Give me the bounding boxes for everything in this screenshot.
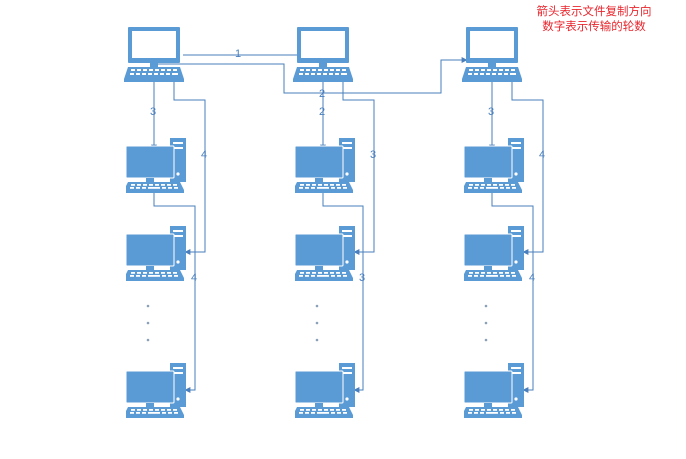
arrow-col1-round4-b (153, 193, 196, 393)
desktop-computer-icon (464, 226, 525, 282)
desktop-computer-icon (126, 138, 187, 194)
arrow-col1-round4-a (173, 82, 206, 255)
desktop-computer-icon (295, 138, 356, 194)
desktop-computer-icon (295, 226, 356, 282)
desktop-computer-icon (464, 363, 525, 419)
round-label: 4 (201, 149, 207, 161)
round-label: 4 (191, 272, 197, 284)
ellipsis-col1 (146, 304, 150, 342)
desktop-computer-icon (126, 226, 187, 282)
round-label: 4 (529, 272, 535, 284)
arrow-col3-round4-a (511, 82, 544, 255)
round-label: 1 (235, 48, 241, 60)
legend-arrow-meaning: 箭头表示文件复制方向 (536, 4, 652, 18)
desktop-computer-icon (464, 138, 525, 194)
round-label: 3 (359, 272, 365, 284)
legend-number-meaning: 数字表示传输的轮数 (542, 19, 646, 33)
round-label: 3 (370, 149, 376, 161)
laptop-icon (293, 27, 353, 82)
arrow-col2-round3-a (342, 82, 375, 255)
ellipsis-col3 (484, 304, 488, 342)
laptop-icon (124, 27, 184, 82)
desktop-computer-icon (126, 363, 187, 419)
arrow-col3-round4-b (491, 193, 534, 393)
round-label: 4 (539, 149, 545, 161)
round-label: 3 (488, 106, 494, 118)
laptop-icon (462, 27, 522, 82)
round-label: 2 (319, 88, 325, 100)
connections (151, 52, 544, 393)
round-label: 2 (319, 106, 325, 118)
ellipsis-col2 (315, 304, 319, 342)
arrow-col2-round3-b (322, 193, 364, 393)
round-label: 3 (150, 106, 156, 118)
desktop-computer-icon (295, 363, 356, 419)
legend: 箭头表示文件复制方向 数字表示传输的轮数 (512, 4, 676, 34)
